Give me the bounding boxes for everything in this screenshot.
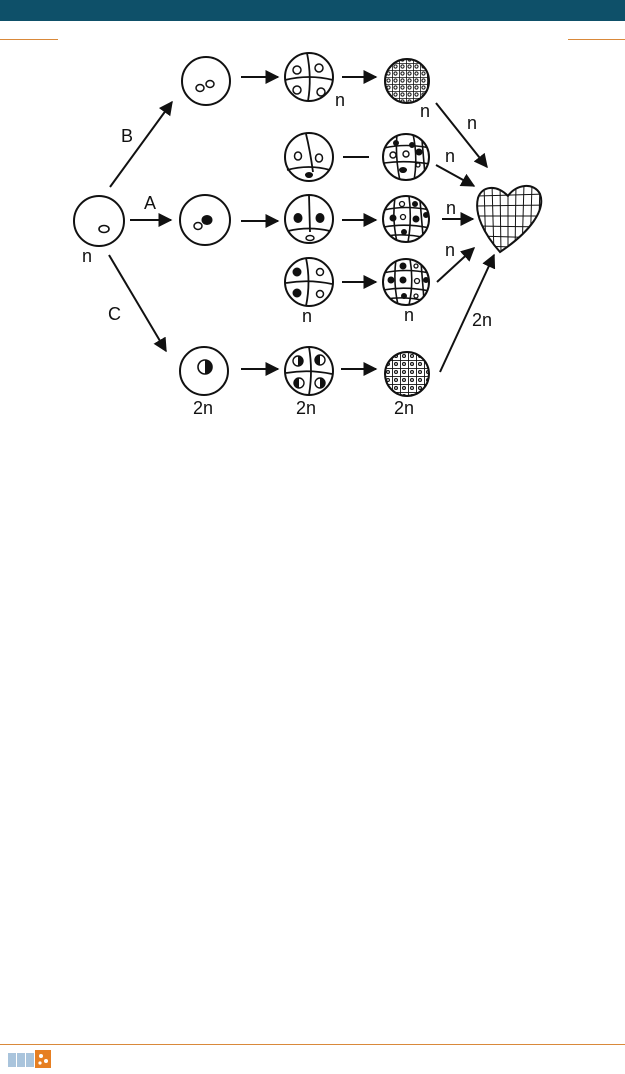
publisher-logo-icon [8,1049,52,1069]
pathway-c-diploid-cell [179,346,229,396]
ploidy-label-c-to-embryo: 2n [472,310,492,330]
ploidy-label-c-stage3: 2n [394,398,414,418]
pathway-a-variant2-multicellular [382,195,430,243]
arrow-c-to-embryo [439,253,496,373]
pathway-b-multicellular-stage [384,58,430,104]
arrow-a3-to-embryo [436,247,476,283]
ploidy-label-start: n [82,246,92,266]
pollen-embryogenesis-diagram: B A C n n n n n n n n n 2n 2n 2n 2n [0,40,625,440]
arrow-pathway-c [108,254,167,353]
footer-rule [0,1044,625,1045]
pathway-c-four-cell-stage [284,346,334,396]
header-bar [0,0,625,21]
heart-shaped-embryo [476,185,543,254]
pathway-a-variant2-two-cell [284,194,334,244]
pathway-b-four-cell-stage [284,52,334,102]
ploidy-label-b-to-embryo: n [467,113,477,133]
pathway-a-variant3-multicellular [382,258,430,306]
microspore-cell [73,195,125,247]
ploidy-label-b-stage2: n [335,90,345,110]
pathway-a-variant1-two-cell [284,132,334,182]
pathway-b-label: B [121,126,133,146]
pathway-b-binucleate-cell [181,56,231,106]
pathway-a-variant3-four-cell [284,257,334,307]
ploidy-label-b-stage3: n [420,101,430,121]
pathway-c-label: C [108,304,121,324]
header-rule-left [0,39,58,40]
ploidy-label-a3-stage3: n [404,305,414,325]
pathway-a-variant1-multicellular [382,133,430,181]
pathway-c-multicellular-stage [384,351,430,397]
arrow-a1-to-embryo [435,164,476,187]
ploidy-label-a1-to-embryo: n [445,146,455,166]
pathway-a-label: A [144,193,156,213]
ploidy-label-a3-stage2: n [302,306,312,326]
ploidy-label-c-stage2: 2n [296,398,316,418]
ploidy-label-a2-to-embryo: n [446,198,456,218]
pathway-a-binucleate-cell [179,194,231,246]
header-rule-right [568,39,625,40]
arrow-pathway-b [109,100,173,188]
arrow-b-to-embryo [435,102,488,169]
ploidy-label-a3-to-embryo: n [445,240,455,260]
ploidy-label-c-stage1: 2n [193,398,213,418]
